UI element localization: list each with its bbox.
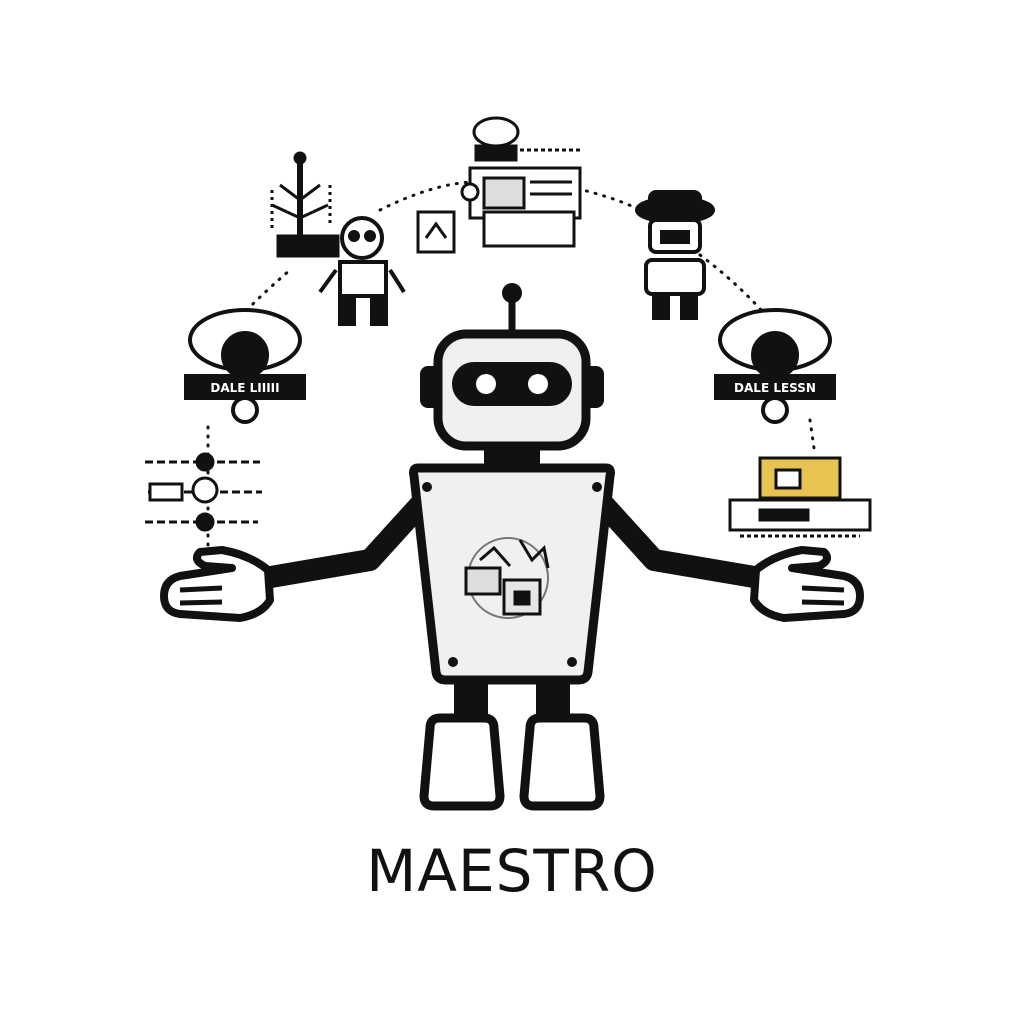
signboard-icon [416, 210, 456, 254]
chest-emblem-icon [464, 537, 550, 619]
left-badge-robot-icon [184, 308, 306, 424]
brand-title: MAESTRO [366, 837, 658, 905]
small-robot-icon [318, 216, 406, 326]
right-badge-label: DALE LESSN [734, 381, 816, 395]
slider-panel-icon [145, 452, 262, 532]
data-center-icon [460, 116, 582, 248]
antenna-workstation-icon [270, 151, 340, 258]
right-badge-robot-icon [714, 308, 836, 424]
hat-robot-icon [635, 190, 715, 320]
maestro-robot-icon [160, 283, 864, 811]
left-badge-label: DALE LIIIII [210, 381, 279, 395]
left-hand-icon [160, 546, 274, 622]
right-hand-icon [750, 546, 864, 622]
yellow-machine-icon [728, 456, 872, 538]
